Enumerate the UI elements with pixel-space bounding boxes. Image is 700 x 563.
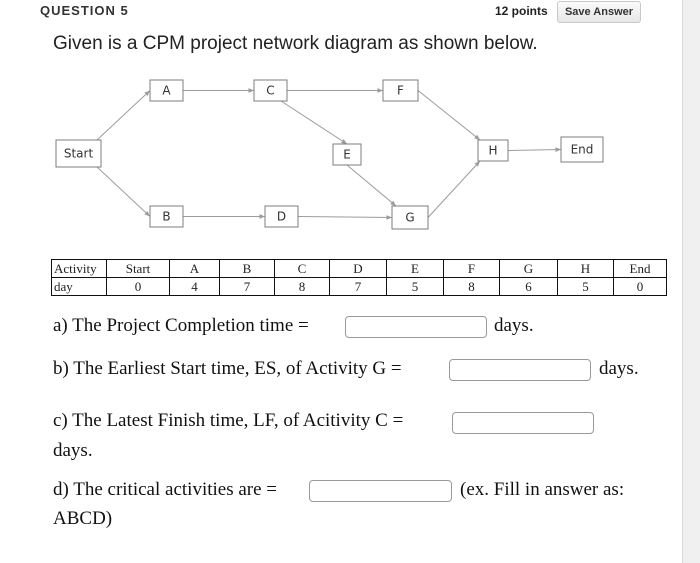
table-header-cell: E [386,259,444,278]
node-label: H [488,144,497,158]
answer-a-input[interactable] [345,316,487,338]
arrowhead-B-D [259,214,265,219]
scrollbar[interactable] [682,0,700,563]
edge-C-E [280,100,348,145]
question-c-text: c) The Latest Finish time, LF, of Acitiv… [53,410,404,431]
node-label: B [162,210,170,224]
question-a-text: a) The Project Completion time = [53,315,309,336]
node-label: E [343,148,351,162]
node-f: F [382,79,419,102]
arrowhead-G-H [474,161,480,167]
node-h: H [477,139,509,162]
edge-E-G [346,164,397,207]
edge-H-end [507,149,562,151]
table-header-row: Activity Start A B C D E F G H End [51,259,667,278]
edge-D-G [297,216,393,218]
table-row: day 0 4 7 8 7 5 8 6 5 0 [51,277,667,296]
table-cell: 7 [219,277,275,296]
table-header-cell: B [219,259,275,278]
table-header-cell: End [613,259,667,278]
edge-G-H [427,160,481,218]
node-label: D [277,210,286,224]
table-cell: 5 [557,277,614,296]
node-g: G [391,205,429,230]
points-label: 12 points [495,4,548,18]
table-header-cell: H [557,259,614,278]
table-cell: day [51,277,107,296]
question-header: QUESTION 5 12 points Save Answer [0,0,680,28]
table-cell: 6 [499,277,558,296]
table-header-cell: F [443,259,500,278]
arrowhead-D-G [386,215,392,220]
node-end: End [560,136,604,163]
question-c-suffix: days. [53,440,93,461]
question-d-text: d) The critical activities are = [53,479,278,500]
table-header-cell: Start [106,259,170,278]
arrowhead-F-H [474,134,480,140]
node-a: A [149,79,184,102]
question-b-text: b) The Earliest Start time, ES, of Activ… [53,358,402,379]
table-cell: 4 [169,277,220,296]
node-label: Start [64,147,94,161]
table-header-cell: D [329,259,387,278]
answer-c-input[interactable] [452,412,594,434]
table-header-cell: C [274,259,330,278]
node-label: G [405,211,414,225]
question-prompt: Given is a CPM project network diagram a… [53,33,538,54]
node-e: E [332,143,362,166]
arrowhead-start-A [144,90,150,96]
edge-F-H [417,90,481,141]
node-d: D [264,205,299,228]
table-cell: 7 [329,277,387,296]
arrowhead-H-end [555,147,561,152]
table-cell: 0 [106,277,170,296]
question-b-suffix: days. [599,358,639,379]
node-label: F [397,84,404,98]
edge-start-B [96,166,151,217]
arrowhead-E-G [390,200,396,206]
table-header-cell: G [499,259,558,278]
table-cell: 0 [613,277,667,296]
table-header-cell: Activity [51,259,107,278]
cpm-network-diagram: Start A B C D E F G H End [55,79,604,230]
question-d-suffix-2: ABCD) [53,508,113,529]
node-label: End [571,143,594,157]
node-c: C [253,79,288,102]
save-answer-button[interactable]: Save Answer [557,1,641,23]
node-b: B [149,205,184,228]
table-cell: 5 [386,277,444,296]
arrowhead-C-E [341,139,347,144]
arrowhead-A-C [248,88,254,93]
table-cell: 8 [443,277,500,296]
node-start: Start [55,139,102,168]
node-label: A [162,84,171,98]
table-header-cell: A [169,259,220,278]
question-d-suffix: (ex. Fill in answer as: [460,479,625,500]
question-label: QUESTION 5 [40,3,129,18]
edge-start-A [96,90,151,141]
arrowhead-start-B [144,211,150,217]
question-a-suffix: days. [494,315,534,336]
arrowhead-C-F [377,88,383,93]
node-label: C [266,84,274,98]
answer-d-input[interactable] [309,480,452,502]
activity-table: Activity Start A B C D E F G H End day 0… [51,259,667,296]
table-cell: 8 [274,277,330,296]
answer-b-input[interactable] [449,359,591,381]
